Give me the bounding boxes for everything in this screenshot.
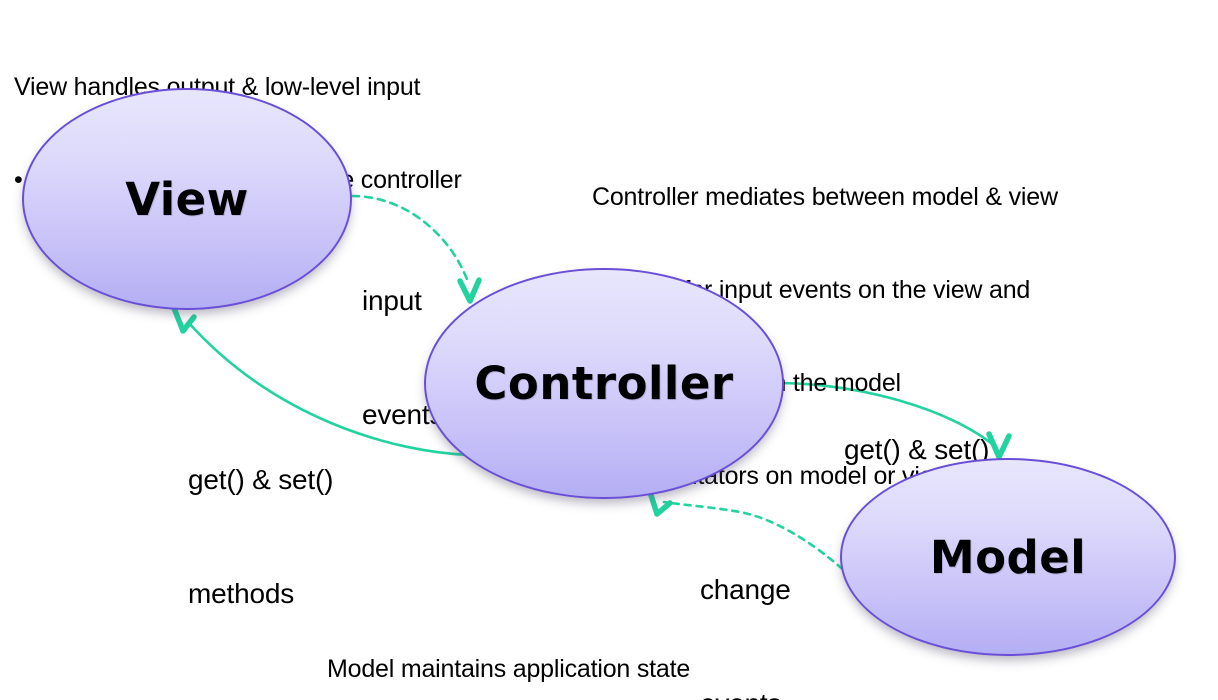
annotation-controller-line-1: Controller mediates between model & view: [592, 183, 1058, 211]
annotation-model-line-1: Model maintains application state: [327, 655, 691, 683]
node-view-label: View: [125, 172, 249, 226]
edge-label-controller-to-view-line-1: get() & set(): [188, 464, 334, 495]
edge-label-input-events-line-1: input: [362, 285, 422, 316]
edge-label-change-events-line-1: change: [700, 574, 791, 605]
edge-label-controller-to-view-line-2: methods: [188, 578, 294, 609]
edge-label-controller-to-view: get() & set() methods: [188, 385, 333, 689]
node-controller-label: Controller: [474, 357, 734, 410]
node-view[interactable]: View: [22, 88, 352, 310]
annotation-model: Model maintains application state • impl…: [327, 592, 737, 700]
edge-label-change-events-line-2: events: [700, 685, 791, 700]
node-controller[interactable]: Controller: [424, 268, 784, 499]
node-model[interactable]: Model: [840, 458, 1176, 656]
edge-label-change-events: change events: [700, 495, 791, 700]
node-model-label: Model: [929, 530, 1087, 584]
